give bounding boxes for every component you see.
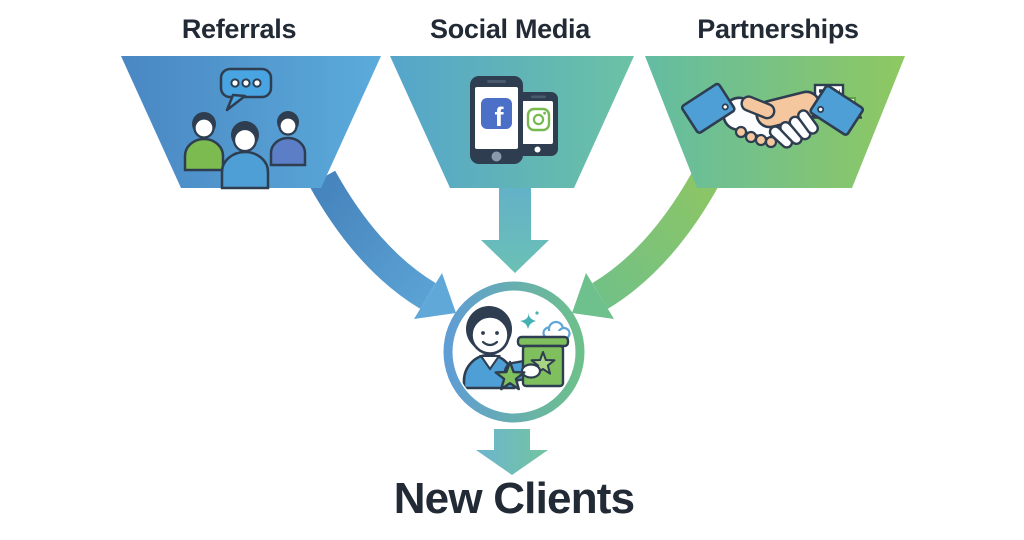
smartphones-social-icon: f (470, 76, 558, 164)
funnel-social-media: f (390, 56, 634, 188)
facebook-letter: f (495, 102, 505, 132)
star-badge-icon (494, 360, 526, 391)
sparkle-icon (520, 313, 536, 329)
arrow-circle-to-result (476, 429, 548, 475)
handshake-icon (680, 82, 865, 149)
facebook-phone-icon: f (470, 76, 523, 164)
new-client-badge-icon (462, 306, 571, 391)
arrow-social-to-clients (481, 184, 549, 273)
source-label-social-media: Social Media (430, 14, 590, 44)
new-clients-circle (443, 281, 585, 423)
instagram-phone-icon (517, 92, 558, 156)
arrow-referrals-to-clients (308, 170, 456, 319)
people-chat-icon (183, 67, 307, 190)
funnel-partnerships (645, 56, 905, 188)
funnel-referrals (121, 56, 381, 190)
result-label-new-clients: New Clients (393, 474, 635, 523)
source-label-referrals: Referrals (181, 14, 297, 44)
source-label-partnerships: Partnerships (697, 14, 859, 44)
box-star-icon (530, 351, 556, 375)
arrow-partnerships-to-clients (572, 170, 720, 319)
